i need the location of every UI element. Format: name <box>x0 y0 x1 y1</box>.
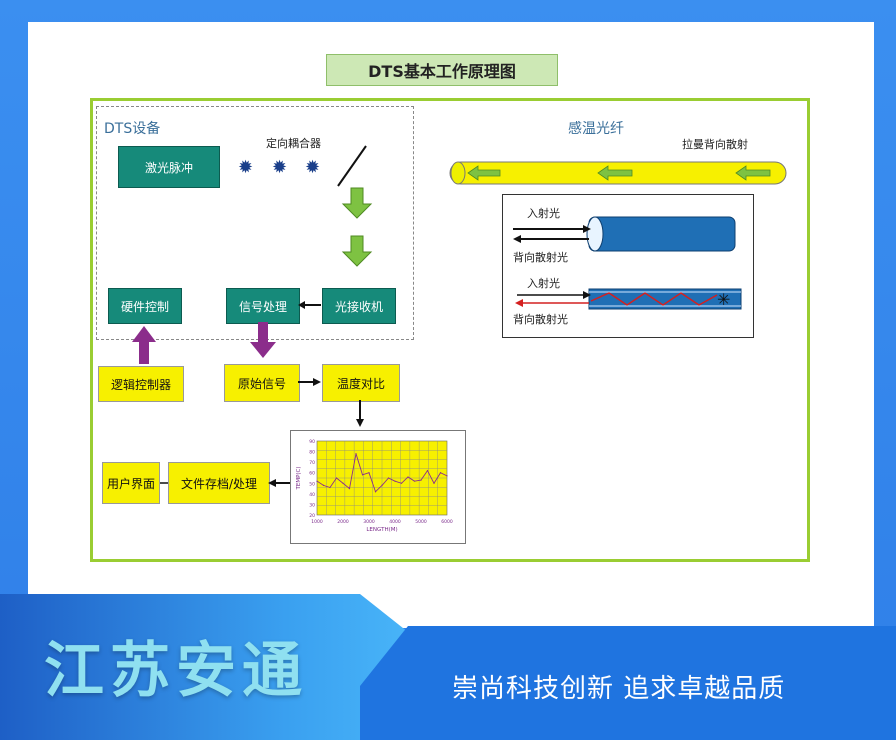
backscatter-light-label: 背向散射光 <box>513 251 568 264</box>
incident-light-label: 入射光 <box>527 207 560 220</box>
chart-data-point <box>400 482 403 484</box>
logic-controller-box: 逻辑控制器 <box>98 366 184 402</box>
user-interface-box: 用户界面 <box>102 462 160 504</box>
chart-data-point <box>348 487 351 490</box>
chart-y-axis-label: TEMP(C) <box>296 466 302 490</box>
chart-x-axis-label: LENGTH(M) <box>366 527 397 533</box>
outer-frame <box>90 98 810 562</box>
green-down-arrow <box>341 187 373 219</box>
chart-y-tick-label: 80 <box>309 450 315 456</box>
chart-y-tick-label: 70 <box>309 460 315 466</box>
chart-x-tick-label: 3000 <box>363 519 375 525</box>
purple-up-arrow <box>132 326 156 364</box>
chart-x-tick-label: 2000 <box>337 519 349 525</box>
chart-x-tick-label: 6000 <box>441 519 453 525</box>
incident-light-label: 入射光 <box>527 277 560 290</box>
connector-dot-icon: ✹ <box>305 157 321 178</box>
raman-backscatter-label: 拉曼背向散射 <box>682 138 748 151</box>
chart-data-point <box>355 453 357 455</box>
brand-name: 江苏安通 <box>44 636 308 706</box>
chart-data-point <box>368 472 370 474</box>
svg-text:✳: ✳ <box>717 290 730 309</box>
chart-y-tick-label: 20 <box>309 513 315 519</box>
raw-signal-box: 原始信号 <box>224 364 300 402</box>
diagram-title: DTS基本工作原理图 <box>326 54 558 86</box>
chart-data-point <box>446 475 448 477</box>
temp-compare-box: 温度对比 <box>322 364 400 402</box>
chart-data-point <box>387 477 390 479</box>
chart-x-tick-label: 1000 <box>311 519 323 525</box>
chart-data-point <box>407 476 409 478</box>
chart-data-point <box>426 470 429 472</box>
chart-y-tick-label: 30 <box>309 502 315 508</box>
chart-data-point <box>322 484 325 486</box>
chart-x-tick-label: 5000 <box>415 519 427 525</box>
chart-data-point <box>433 482 435 484</box>
chart-data-point <box>439 472 442 474</box>
file-storage-box: 文件存档/处理 <box>168 462 270 504</box>
chart-y-tick-label: 40 <box>309 492 315 498</box>
chart-data-point <box>316 480 318 482</box>
dts-device-label: DTS设备 <box>104 121 161 137</box>
chart-y-tick-label: 90 <box>309 439 315 445</box>
purple-down-arrow <box>250 322 276 358</box>
footer-slogan-band <box>360 626 896 740</box>
connector-dot-icon: ✹ <box>238 157 254 178</box>
chart-data-point <box>329 486 331 489</box>
laser-pulse-box: 激光脉冲 <box>118 146 220 188</box>
coupler-label: 定向耦合器 <box>266 137 321 150</box>
backscatter-light-label: 背向散射光 <box>513 313 568 326</box>
chart-data-point <box>374 491 377 493</box>
chart-data-point <box>413 480 416 482</box>
chart-data-point <box>420 479 422 481</box>
chart-x-tick-label: 4000 <box>389 519 401 525</box>
green-down-arrow <box>341 235 373 267</box>
chart-data-point <box>394 480 396 482</box>
chart-y-tick-label: 60 <box>309 471 315 477</box>
coupler-mirror <box>337 145 367 187</box>
chart-y-tick-label: 50 <box>309 481 315 487</box>
signal-processing-box: 信号处理 <box>226 288 300 324</box>
hardware-control-box: 硬件控制 <box>108 288 182 324</box>
connector-dot-icon: ✹ <box>272 157 288 178</box>
optical-receiver-box: 光接收机 <box>322 288 396 324</box>
chart-data-point <box>361 474 364 476</box>
chart-data-point <box>342 482 344 484</box>
dts-device-region <box>96 106 414 340</box>
sensing-fiber-label: 感温光纤 <box>568 121 624 137</box>
chart-data-point <box>335 477 338 479</box>
fiber-detail-panel: 入射光 背向散射光 入射光 背向散射光 ✳ <box>502 194 754 338</box>
brand-slogan: 崇尚科技创新 追求卓越品质 <box>452 674 786 704</box>
footer-brand-band <box>0 594 408 740</box>
chart-data-point <box>381 484 383 486</box>
